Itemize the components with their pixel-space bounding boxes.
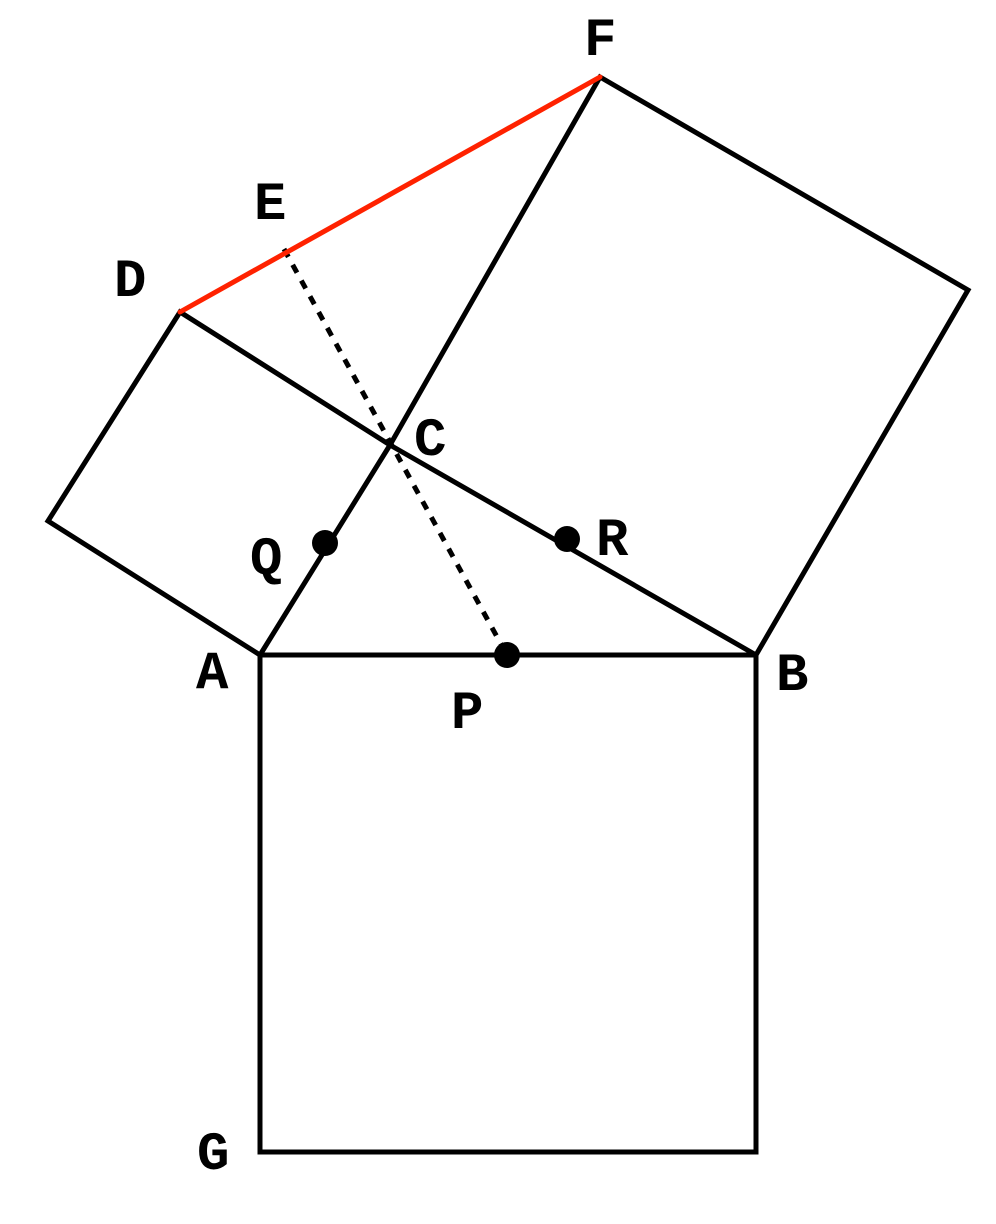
point-r-dot [554, 526, 580, 552]
label-a: A [196, 644, 229, 705]
square-on-ac [44, 308, 393, 658]
square-on-ab [257, 652, 759, 1155]
label-g: G [197, 1125, 229, 1186]
point-p-dot [494, 642, 520, 668]
label-q: Q [250, 530, 282, 591]
label-d: D [114, 252, 146, 313]
label-f: F [584, 11, 616, 72]
point-q-dot [312, 530, 338, 556]
label-b: B [776, 646, 808, 707]
label-e: E [254, 175, 286, 236]
dotted-line-e-p [281, 247, 510, 657]
label-r: R [596, 511, 629, 572]
label-c: C [414, 411, 446, 472]
segment-df-red [177, 74, 603, 315]
square-on-bc [387, 73, 972, 658]
label-p: P [451, 684, 483, 745]
